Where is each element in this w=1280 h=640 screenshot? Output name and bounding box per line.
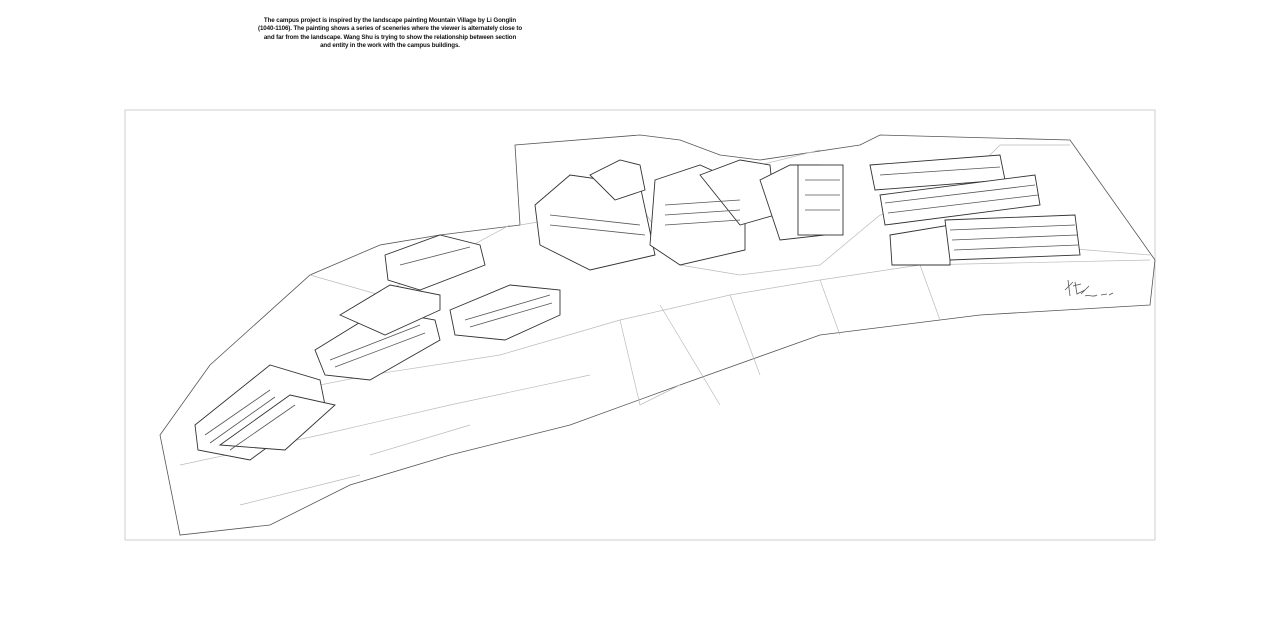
facade-hatching-center — [549, 179, 840, 236]
building-cluster-west — [194, 234, 561, 461]
caption-text: The campus project is inspired by the la… — [258, 17, 522, 50]
facade-hatching-east — [879, 166, 1079, 251]
building-cluster-center — [534, 159, 844, 271]
artist-signature — [1064, 279, 1114, 297]
paper-edge — [124, 109, 1156, 541]
facade-hatching-west — [204, 246, 553, 451]
campus-aerial-sketch — [124, 109, 1156, 541]
building-cluster-east — [869, 154, 1081, 266]
